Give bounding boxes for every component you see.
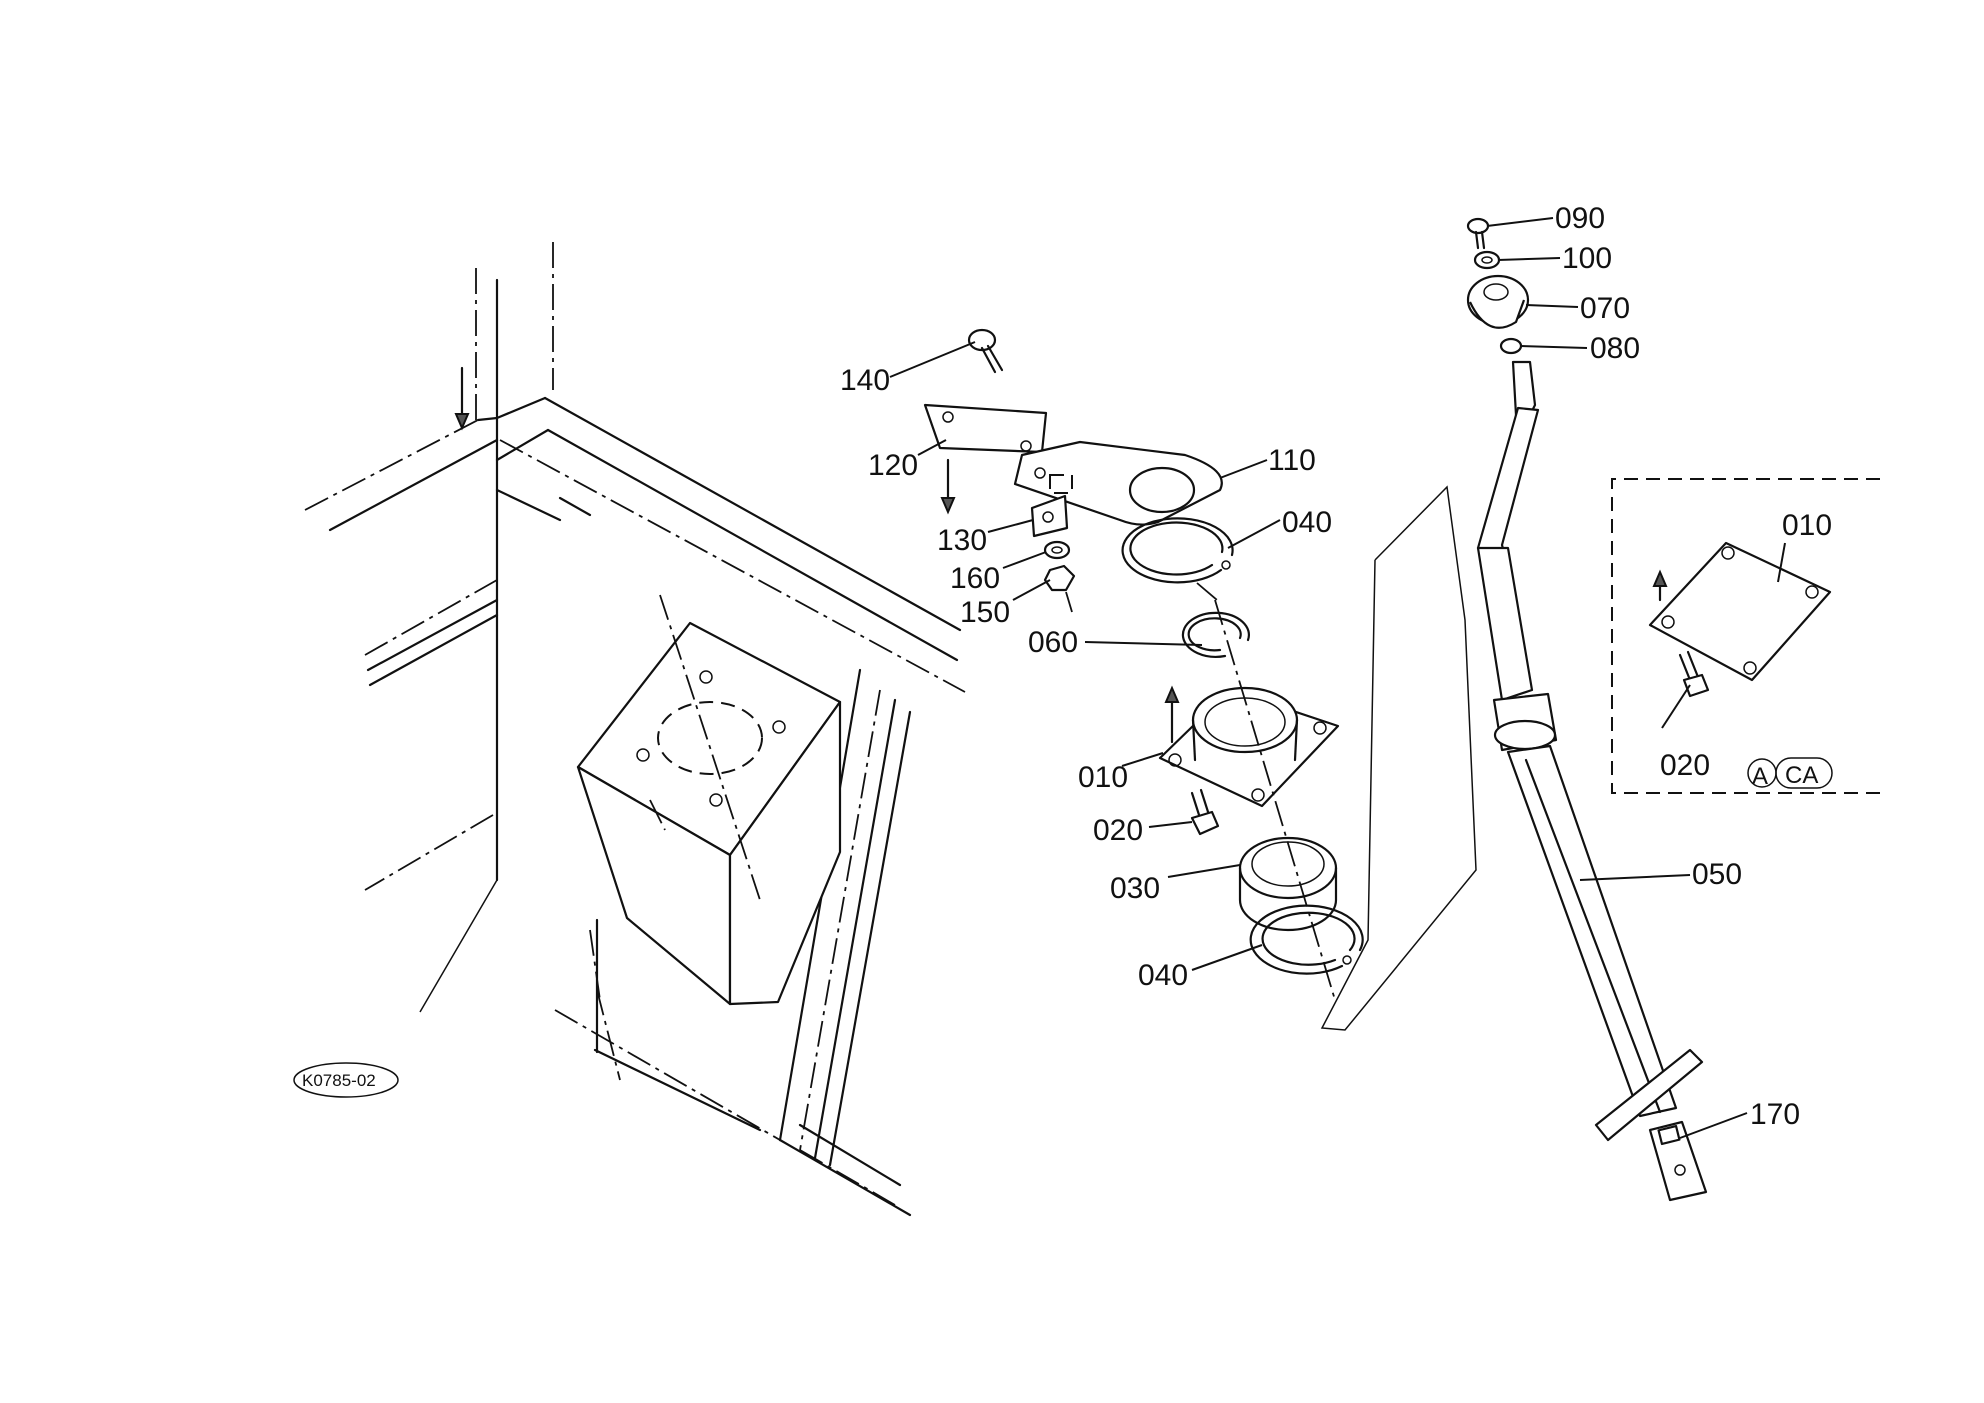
knob-bolt-090: [1466, 217, 1490, 250]
washer-080: [1499, 337, 1523, 355]
frame-structure: [304, 242, 966, 1217]
diagram-code: K0785-02: [302, 1071, 376, 1090]
callout-050: 050: [1692, 858, 1742, 891]
snap-ring-060: [1181, 611, 1250, 658]
callout-150: 150: [960, 596, 1010, 629]
lever-plate-110: [1013, 440, 1223, 526]
callout-120: 120: [868, 449, 918, 482]
callout-inset-010: 010: [1782, 509, 1832, 542]
callout-130: 130: [937, 524, 987, 557]
bearing-flange-010: [1158, 686, 1340, 808]
bolt-020: [1190, 788, 1220, 836]
callout-030: 030: [1110, 872, 1160, 905]
callout-170: 170: [1750, 1098, 1800, 1131]
variant-ca: CA: [1785, 762, 1818, 789]
callout-070: 070: [1580, 292, 1630, 325]
callout-020: 020: [1093, 814, 1143, 847]
direction-arrows: [454, 366, 1668, 744]
end-fitting-170: [1648, 1120, 1708, 1202]
washer-100: [1473, 250, 1501, 270]
cross-pin: [1594, 1048, 1704, 1142]
pivot-bolt-140: [967, 328, 1004, 374]
callout-100: 100: [1562, 242, 1612, 275]
callout-labels: 090 100 070 080 140 110 120 130 040 160 …: [840, 202, 1832, 1131]
callout-040-top: 040: [1282, 506, 1332, 539]
leader-lines: [889, 217, 1786, 1139]
steering-post-mount-block: [576, 594, 842, 1006]
callout-140: 140: [840, 364, 890, 397]
variant-note: A CA: [1747, 757, 1833, 790]
shaft-050: [1476, 360, 1678, 1118]
diagram-code-stamp: K0785-02: [293, 1062, 399, 1098]
snap-ring-040-bottom: [1249, 904, 1364, 975]
callout-080: 080: [1590, 332, 1640, 365]
nut-150: [1043, 564, 1076, 613]
variant-a: A: [1752, 763, 1768, 790]
callout-110: 110: [1268, 444, 1316, 477]
callout-090: 090: [1555, 202, 1605, 235]
callout-inset-020: 020: [1660, 749, 1710, 782]
assembly-axis: [1214, 599, 1336, 1001]
callout-160: 160: [950, 562, 1000, 595]
plate-130: [1030, 474, 1073, 538]
snap-ring-040-top: [1121, 517, 1234, 601]
callout-040-bottom: 040: [1138, 959, 1188, 992]
washer-160: [1043, 540, 1071, 560]
variant-inset: [1611, 478, 1886, 794]
callout-060: 060: [1028, 626, 1078, 659]
bracket-120: [923, 403, 1048, 454]
callout-010: 010: [1078, 761, 1128, 794]
cutaway-outline: [1320, 485, 1477, 1031]
bushing-030: [1238, 836, 1338, 932]
knob-070: [1466, 274, 1530, 329]
